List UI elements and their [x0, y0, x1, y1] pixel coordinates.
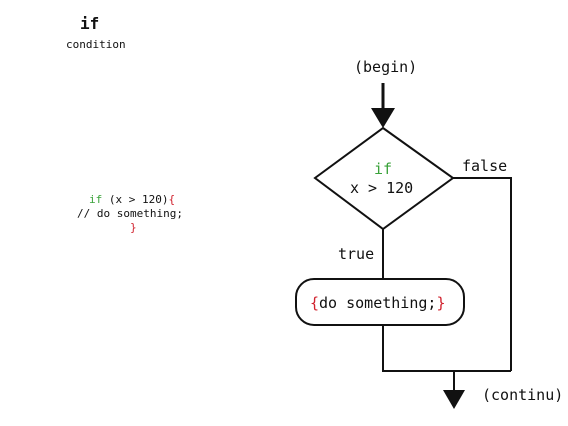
action-text: {do something;}	[310, 294, 445, 312]
false-label: false	[462, 157, 508, 175]
true-label: true	[338, 245, 375, 263]
action-open-brace: {	[310, 294, 320, 312]
code-condition: (x > 120)	[102, 193, 169, 206]
code-line-1: if (x > 120){	[89, 193, 175, 207]
action-statement: do something;	[319, 294, 437, 312]
page-title: if	[80, 14, 100, 33]
action-close-brace: }	[436, 294, 446, 312]
decision-condition: x > 120	[350, 179, 414, 197]
page-subtitle: condition	[66, 38, 126, 51]
code-open-brace: {	[168, 193, 176, 206]
begin-arrowhead	[371, 108, 395, 128]
decision-keyword: if	[374, 160, 393, 178]
false-branch-line	[453, 177, 512, 371]
end-arrowhead	[443, 390, 465, 409]
code-line-2: // do something;	[77, 207, 183, 220]
code-close-brace: }	[130, 221, 137, 234]
code-keyword-if: if	[89, 193, 103, 206]
begin-label: (begin)	[354, 58, 418, 76]
merge-line	[382, 325, 511, 372]
action-box	[295, 278, 465, 326]
end-label: (continu)	[482, 386, 564, 404]
